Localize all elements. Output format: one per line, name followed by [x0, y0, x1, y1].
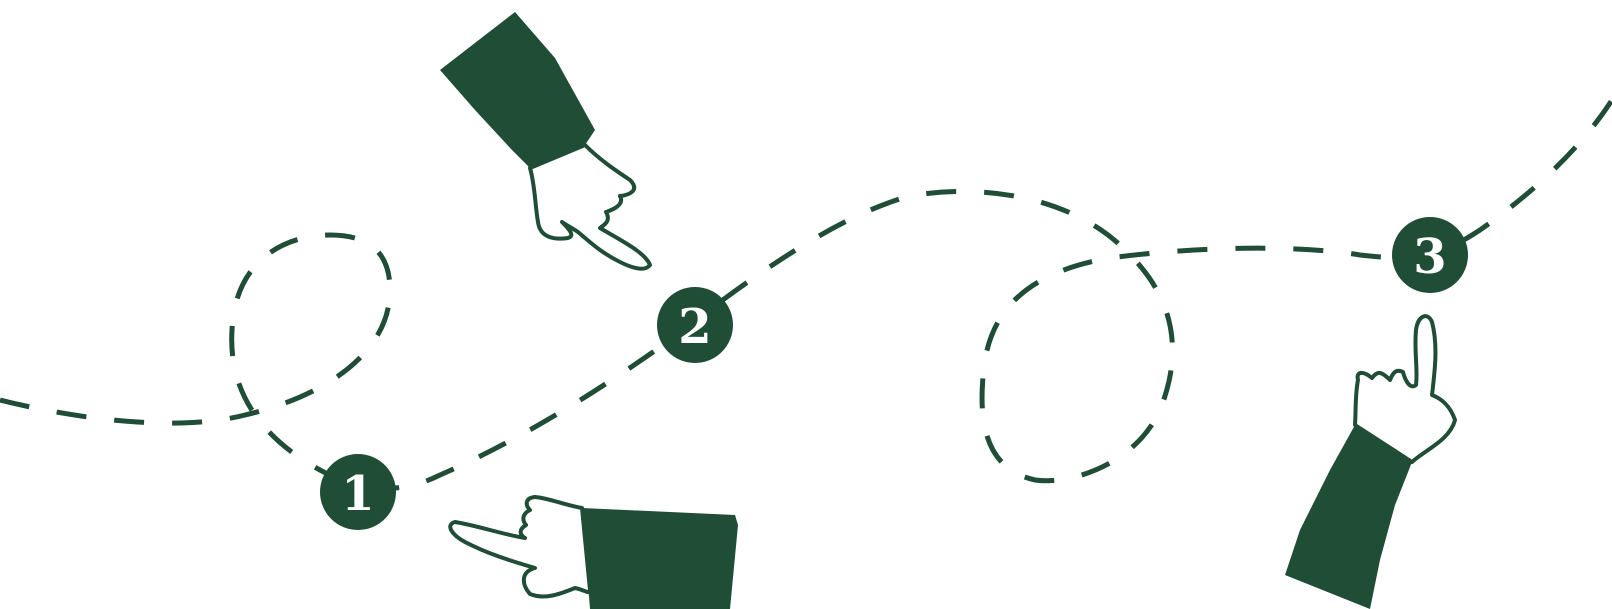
pointing-hand-up-icon: [1285, 316, 1455, 609]
step-badge-2-label: 2: [678, 299, 711, 355]
step-badge-3: 3: [1392, 217, 1468, 293]
sleeve-right: [1285, 425, 1412, 609]
step-badge-1: 1: [320, 454, 396, 530]
pointing-hand-left-icon: [450, 497, 738, 609]
hand-top: [530, 145, 650, 269]
step-badge-2: 2: [657, 287, 733, 363]
hand-bottom: [450, 497, 590, 596]
sleeve-bottom: [582, 508, 738, 609]
pointing-hand-down-right-icon: [440, 12, 650, 269]
step-badge-1-label: 1: [341, 466, 374, 522]
step-badge-3-label: 3: [1413, 229, 1446, 285]
sleeve-top: [440, 12, 595, 168]
